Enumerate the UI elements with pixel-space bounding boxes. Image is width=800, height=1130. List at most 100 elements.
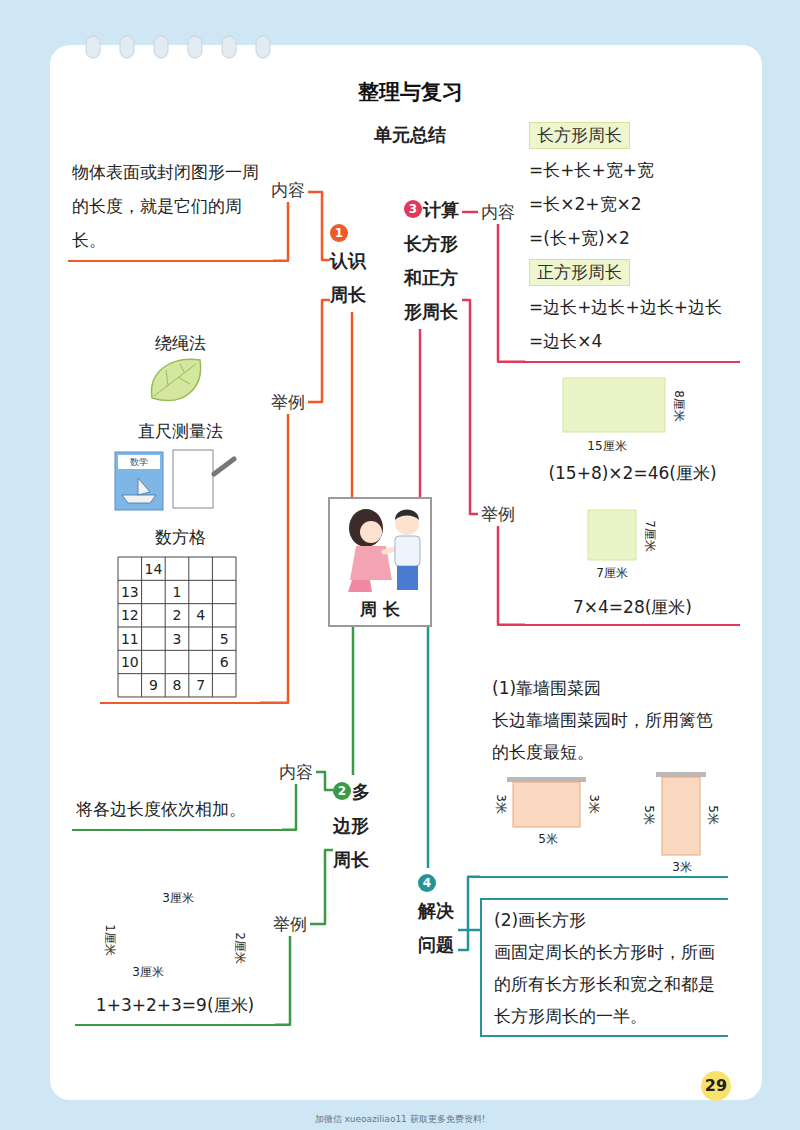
grid-line bbox=[118, 696, 236, 697]
page-card bbox=[50, 45, 762, 1100]
node-text: 将各边长度依次相加。 bbox=[76, 792, 278, 826]
node-text: (15+8)×2=46(厘米) bbox=[525, 456, 740, 490]
grid-line bbox=[118, 626, 236, 627]
dimension: 3米 bbox=[672, 860, 692, 874]
girl-face bbox=[360, 521, 382, 543]
dimension: 5米 bbox=[706, 805, 720, 825]
ring bbox=[222, 36, 236, 58]
wall bbox=[507, 777, 586, 782]
grid-number: 10 bbox=[121, 654, 139, 670]
branch-line bbox=[498, 526, 525, 625]
boy-shirt bbox=[395, 536, 420, 566]
branch-line bbox=[458, 877, 480, 950]
node-text: 举例 bbox=[268, 390, 308, 414]
garden-figures bbox=[507, 772, 706, 855]
book-band bbox=[118, 455, 160, 469]
page-number-badge bbox=[701, 1071, 731, 1101]
dimension: 5米 bbox=[642, 805, 656, 825]
ring bbox=[120, 36, 134, 58]
leaf bbox=[152, 359, 201, 400]
grid-number: 9 bbox=[149, 677, 158, 693]
node-text: 直尺测量法 bbox=[100, 414, 260, 448]
dimension: 3米 bbox=[494, 794, 508, 814]
garden-rect bbox=[662, 777, 700, 855]
grid-line bbox=[118, 557, 236, 558]
branch-line bbox=[458, 929, 480, 932]
branch-topic: 2多边形周长 bbox=[333, 775, 373, 877]
branch-line bbox=[462, 211, 478, 214]
leaf-icon bbox=[152, 359, 201, 400]
dimension: 3厘米 bbox=[162, 891, 194, 905]
dimension: 7厘米 bbox=[643, 520, 657, 552]
girl-knees bbox=[348, 580, 372, 592]
ring bbox=[188, 36, 202, 58]
branch-line bbox=[260, 414, 288, 703]
node-text: 物体表面或封闭图形一周的长度，就是它们的周长。 bbox=[72, 155, 269, 257]
node-text: =长×2+宽×2 bbox=[529, 187, 736, 221]
node-text: 内容 bbox=[268, 178, 308, 202]
node-text: 1+3+2+3=9(厘米) bbox=[75, 988, 275, 1022]
dimension: 7厘米 bbox=[596, 566, 628, 580]
book-boat bbox=[122, 478, 156, 503]
callout-number: 3 bbox=[404, 200, 422, 218]
branch-line bbox=[275, 936, 290, 1025]
grid-line bbox=[118, 650, 236, 651]
watermark: 加微信 xueoaziliao11 获取更多免费资料! bbox=[315, 1114, 486, 1125]
node-text: =(长+宽)×2 bbox=[529, 221, 736, 255]
node-text: =边长+边长+边长+边长 bbox=[529, 290, 736, 324]
grid-line bbox=[118, 673, 236, 674]
grid-line bbox=[118, 580, 236, 581]
rectangle-shape bbox=[563, 378, 665, 432]
node-text: 内容 bbox=[478, 200, 518, 224]
branch-line bbox=[282, 784, 296, 830]
node-text: 长边靠墙围菜园时，所用篱笆的长度最短。 bbox=[492, 704, 724, 768]
branch-line bbox=[352, 627, 355, 775]
example-panel: 绕绳法直尺测量法数方格 bbox=[100, 322, 260, 704]
dimension: 3米 bbox=[587, 794, 601, 814]
sub-topic: 举例 bbox=[270, 912, 310, 936]
subtitle: 单元总结 bbox=[374, 125, 446, 145]
node-text: 绕绳法 bbox=[100, 326, 260, 360]
grid-line bbox=[118, 603, 236, 604]
grid-number: 2 bbox=[173, 607, 182, 623]
node-text: 举例 bbox=[478, 502, 518, 526]
grid-number: 11 bbox=[121, 631, 139, 647]
branch-line bbox=[308, 300, 330, 402]
book bbox=[115, 452, 163, 510]
grid-number: 3 bbox=[173, 631, 182, 647]
example-panel: (15+8)×2=46(厘米) 7×4=28(厘米) bbox=[525, 370, 740, 626]
ring bbox=[154, 36, 168, 58]
grid-number: 12 bbox=[121, 607, 139, 623]
sub-topic: 内容 bbox=[268, 178, 308, 202]
branch-topic: 1认识周长 bbox=[330, 218, 374, 312]
grid-number: 7 bbox=[196, 677, 205, 693]
grid-number: 6 bbox=[220, 654, 229, 670]
ring bbox=[256, 36, 270, 58]
problem-panel: (2)画长方形画固定周长的长方形时，所画的所有长方形长和宽之和都是长方形周长的一… bbox=[480, 898, 728, 1037]
sub-topic: 内容 bbox=[478, 200, 518, 224]
content-note: 物体表面或封闭图形一周的长度，就是它们的周长。 bbox=[68, 155, 273, 262]
grid-number: 8 bbox=[173, 677, 182, 693]
grid-number: 14 bbox=[144, 561, 162, 577]
central-box: 周 长 bbox=[328, 497, 432, 627]
formula-panel: 长方形周长=长+长+宽+宽=长×2+宽×2=(长+宽)×2正方形周长=边长+边长… bbox=[525, 118, 740, 363]
branch-topic: 4解决问题 bbox=[418, 868, 458, 962]
formula-heading: 长方形周长 bbox=[529, 122, 630, 149]
branch-line bbox=[308, 192, 330, 260]
square-grid bbox=[118, 557, 236, 697]
ruler-icon bbox=[115, 450, 234, 510]
grid-number: 4 bbox=[196, 607, 205, 623]
node-text: 认识周长 bbox=[330, 244, 374, 312]
branch-line bbox=[462, 300, 478, 514]
ring bbox=[86, 36, 100, 58]
dimension: 5米 bbox=[538, 832, 558, 846]
sub-topic: 内容 bbox=[276, 760, 316, 784]
title: 整理与复习 bbox=[10, 78, 800, 106]
node-text: 数方格 bbox=[100, 520, 260, 554]
node-text: 7×4=28(厘米) bbox=[525, 590, 740, 624]
grid-number: 13 bbox=[121, 584, 139, 600]
formula-heading: 正方形周长 bbox=[529, 259, 630, 286]
